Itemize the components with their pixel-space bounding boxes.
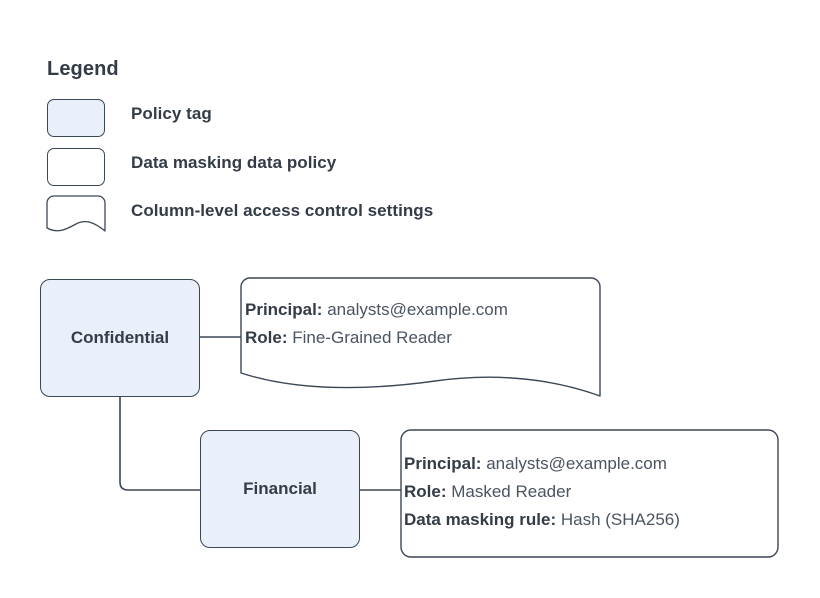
- legend-swatch-wavy-document-icon: [46, 195, 106, 232]
- legend-swatch-policy-tag-icon: [47, 99, 105, 137]
- node-financial[interactable]: Financial: [200, 430, 360, 548]
- callout-line-value: analysts@example.com: [486, 454, 667, 473]
- callout-financial-content: Principal: analysts@example.com Role: Ma…: [404, 450, 680, 534]
- callout-line: Role: Fine-Grained Reader: [245, 324, 508, 352]
- callout-line-value: Masked Reader: [451, 482, 572, 501]
- connector-confidential-to-financial: [119, 397, 200, 491]
- callout-line: Principal: analysts@example.com: [245, 296, 508, 324]
- node-confidential[interactable]: Confidential: [40, 279, 200, 397]
- callout-line: Data masking rule: Hash (SHA256): [404, 506, 680, 534]
- legend-title: Legend: [47, 58, 119, 80]
- legend-label-data-masking-policy: Data masking data policy: [131, 153, 337, 172]
- callout-line-key: Data masking rule:: [404, 510, 557, 529]
- callout-line-key: Role:: [245, 328, 288, 347]
- legend-swatch-data-masking-policy-icon: [47, 148, 105, 186]
- callout-confidential-content: Principal: analysts@example.com Role: Fi…: [245, 296, 508, 352]
- callout-line: Role: Masked Reader: [404, 478, 680, 506]
- legend-label-policy-tag: Policy tag: [131, 104, 212, 123]
- callout-line-value: Fine-Grained Reader: [292, 328, 452, 347]
- callout-line-value: analysts@example.com: [327, 300, 508, 319]
- legend-label-column-access-settings: Column-level access control settings: [131, 201, 434, 220]
- callout-line-key: Principal:: [245, 300, 323, 319]
- callout-line: Principal: analysts@example.com: [404, 450, 680, 478]
- callout-line-value: Hash (SHA256): [560, 510, 680, 529]
- callout-line-key: Principal:: [404, 454, 482, 473]
- callout-line-key: Role:: [404, 482, 447, 501]
